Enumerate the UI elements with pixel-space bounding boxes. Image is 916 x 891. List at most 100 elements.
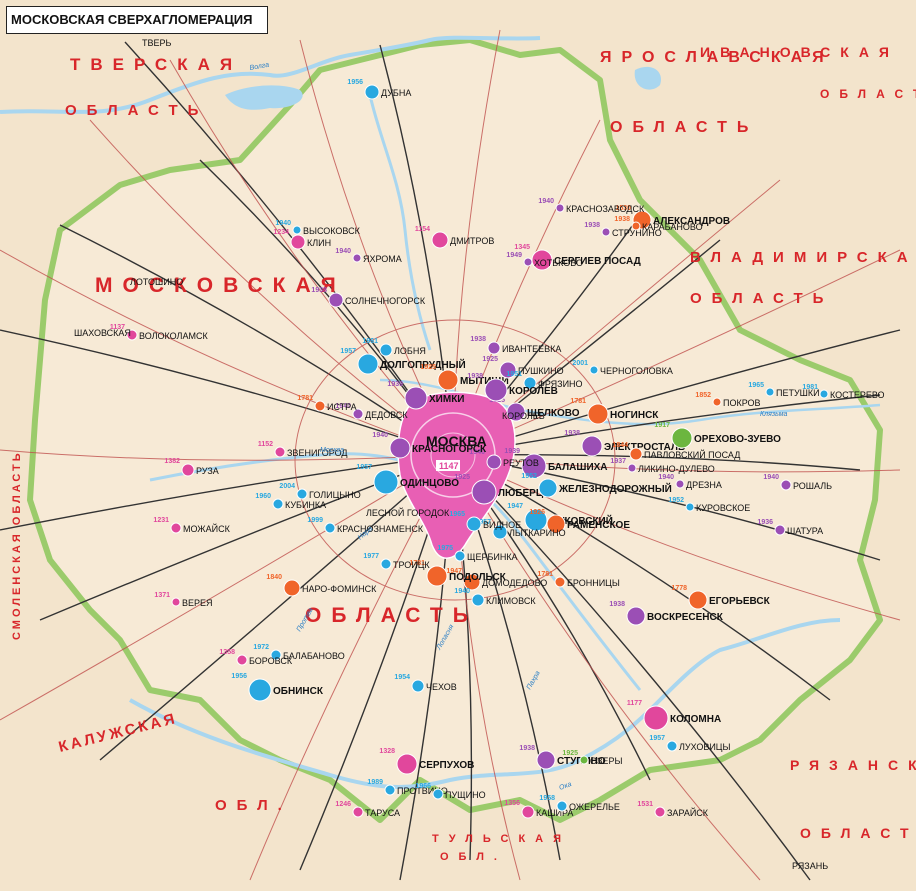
city-marker[interactable]	[471, 593, 485, 607]
city-year: 1939	[387, 381, 403, 388]
city-marker[interactable]	[380, 558, 392, 570]
city-name: КОСТЕРЕВО	[830, 390, 885, 400]
city-marker[interactable]	[487, 341, 501, 355]
city-marker[interactable]	[384, 784, 396, 796]
city-year: 1951	[506, 371, 522, 378]
city-marker[interactable]	[626, 606, 646, 626]
city-marker[interactable]	[631, 221, 641, 231]
city-year: 1952	[521, 473, 537, 480]
city-name: РОШАЛЬ	[793, 481, 832, 491]
city-marker[interactable]	[248, 678, 272, 702]
city-year: 1938	[564, 430, 580, 437]
city-marker[interactable]	[411, 679, 425, 693]
city-marker[interactable]	[675, 479, 685, 489]
city-marker[interactable]	[404, 386, 428, 410]
city-marker[interactable]	[521, 453, 547, 479]
city-marker[interactable]	[328, 292, 344, 308]
city-marker[interactable]	[272, 498, 284, 510]
city-marker[interactable]	[587, 403, 609, 425]
city-name: СОЛНЕЧНОГОРСК	[345, 296, 426, 306]
city-marker[interactable]	[765, 387, 775, 397]
city-marker[interactable]	[555, 203, 565, 213]
river-label: Клязьма	[760, 411, 788, 418]
city-marker[interactable]	[581, 435, 603, 457]
city-marker[interactable]	[379, 343, 393, 357]
city-marker[interactable]	[523, 257, 533, 267]
city-marker[interactable]	[396, 753, 418, 775]
city-marker[interactable]	[492, 524, 508, 540]
city-marker[interactable]	[314, 400, 326, 412]
city-year: 1781	[409, 560, 425, 567]
city-marker[interactable]	[499, 361, 517, 379]
city-year: 1938	[614, 216, 630, 223]
city-marker[interactable]	[270, 649, 282, 661]
city-name: ПОДОЛЬСК	[449, 572, 507, 583]
city-marker[interactable]	[471, 479, 497, 505]
city-marker[interactable]	[629, 447, 643, 461]
city-marker[interactable]	[538, 478, 558, 498]
city-marker[interactable]	[283, 579, 301, 597]
city-year: 1781	[297, 395, 313, 402]
city-marker[interactable]	[373, 469, 399, 495]
city-marker[interactable]	[171, 597, 181, 607]
city-marker[interactable]	[601, 227, 611, 237]
city-marker[interactable]	[352, 408, 364, 420]
city-year: 1234	[273, 229, 289, 236]
city-marker[interactable]	[236, 654, 248, 666]
city-marker[interactable]	[357, 353, 379, 375]
city-marker[interactable]	[486, 454, 502, 470]
city-marker[interactable]	[463, 573, 481, 591]
city-marker[interactable]	[523, 376, 537, 390]
city-marker[interactable]	[352, 253, 362, 263]
city-marker[interactable]	[556, 800, 568, 812]
city-marker[interactable]	[181, 463, 195, 477]
city-marker[interactable]	[324, 522, 336, 534]
city-marker[interactable]	[579, 755, 589, 765]
city-year: 1781	[570, 398, 586, 405]
city-marker[interactable]	[546, 514, 566, 534]
city-marker[interactable]	[274, 446, 286, 458]
city-marker[interactable]	[454, 550, 466, 562]
city-marker[interactable]	[506, 402, 526, 422]
city-name: ЗАРАЙСК	[667, 807, 709, 818]
city-marker[interactable]	[524, 508, 548, 532]
city-marker[interactable]	[819, 389, 829, 399]
city-marker[interactable]	[685, 502, 695, 512]
city-marker[interactable]	[352, 806, 364, 818]
city-marker[interactable]	[589, 365, 599, 375]
city-marker[interactable]	[290, 234, 306, 250]
city-marker[interactable]	[296, 488, 308, 500]
city-marker[interactable]	[170, 522, 182, 534]
city-marker[interactable]	[437, 369, 459, 391]
city-name: ОБНИНСК	[273, 686, 324, 697]
city-name: ИСТРА	[327, 402, 357, 412]
city-marker[interactable]	[712, 397, 722, 407]
city-marker[interactable]	[292, 225, 302, 235]
city-marker[interactable]	[432, 788, 444, 800]
city-marker[interactable]	[484, 378, 508, 402]
city-marker[interactable]	[389, 437, 411, 459]
city-marker[interactable]	[627, 463, 637, 473]
city-marker[interactable]	[643, 705, 669, 731]
city-marker[interactable]	[774, 524, 786, 536]
city-marker[interactable]	[364, 84, 380, 100]
city-marker[interactable]	[780, 479, 792, 491]
city-marker[interactable]	[554, 576, 566, 588]
city-marker[interactable]	[426, 565, 448, 587]
city-marker[interactable]	[126, 329, 138, 341]
city-marker[interactable]	[431, 231, 449, 249]
city-marker[interactable]	[536, 750, 556, 770]
region-label: ОБЛАСТЬ	[610, 119, 758, 136]
city-marker[interactable]	[688, 590, 708, 610]
city-marker[interactable]	[671, 427, 693, 449]
city-marker[interactable]	[654, 806, 666, 818]
city-name: СЕРПУХОВ	[419, 760, 474, 771]
city-marker[interactable]	[466, 516, 482, 532]
city-marker[interactable]	[521, 805, 535, 819]
region-label: ИВАНОВСКАЯ	[700, 44, 899, 60]
region-label: МОСКОВСКАЯ	[95, 274, 346, 297]
city-marker[interactable]	[666, 740, 678, 752]
city-name: ДРЕЗНА	[686, 480, 722, 490]
